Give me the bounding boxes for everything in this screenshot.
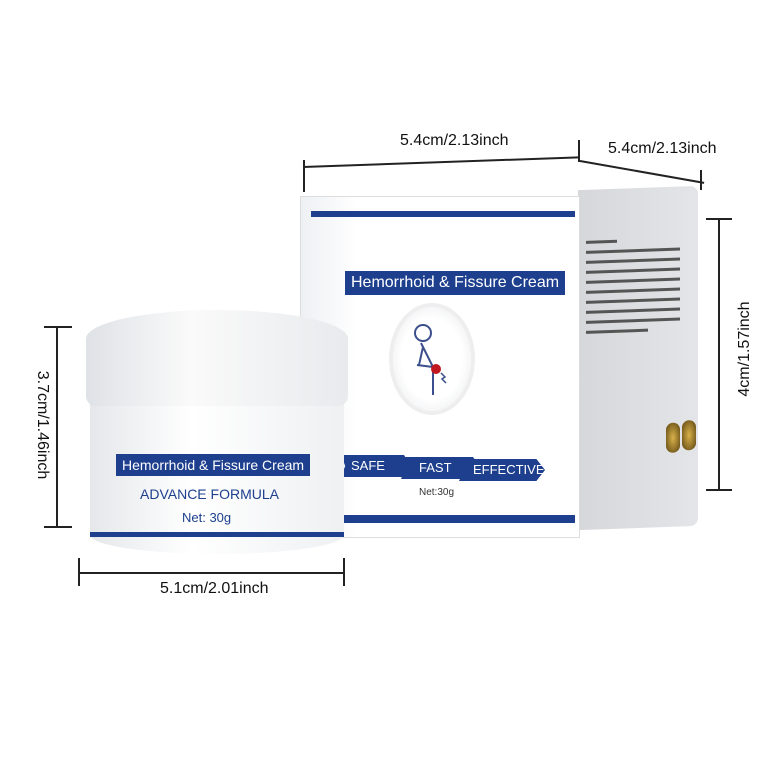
box-height-label: 4cm/1.57inch xyxy=(736,301,753,397)
tick xyxy=(78,558,80,586)
tick xyxy=(343,558,345,586)
jar-height-line xyxy=(56,326,58,526)
product-box: Hemorrhoid & Fissure Cream SAFE FAST EFF… xyxy=(300,196,580,538)
box-depth-line xyxy=(579,160,705,184)
jar-subtitle: ADVANCE FORMULA xyxy=(140,486,279,502)
tick xyxy=(700,170,702,190)
jar-body: Hemorrhoid & Fissure Cream ADVANCE FORMU… xyxy=(90,394,344,554)
box-width-label: 5.4cm/2.13inch xyxy=(400,132,509,149)
tick xyxy=(303,160,305,192)
box-height-line xyxy=(718,218,720,490)
jar-lid xyxy=(86,310,348,406)
jar-width-line xyxy=(78,572,344,574)
seal-icon xyxy=(682,419,696,451)
tick xyxy=(706,489,732,491)
box-side-panel xyxy=(578,185,698,531)
stripe xyxy=(90,532,344,537)
tick xyxy=(44,326,72,328)
tick xyxy=(706,218,732,220)
jar-height-label: 3.7cm/1.46inch xyxy=(34,370,51,480)
stripe xyxy=(311,211,575,217)
tick xyxy=(578,140,580,162)
box-title: Hemorrhoid & Fissure Cream xyxy=(345,271,566,295)
badge-safe: SAFE xyxy=(341,455,411,477)
box-net-weight: Net:30g xyxy=(419,487,455,498)
badge-effective: EFFECTIVE xyxy=(459,459,545,481)
jar-title: Hemorrhoid & Fissure Cream xyxy=(116,454,311,476)
cream-jar: Hemorrhoid & Fissure Cream ADVANCE FORMU… xyxy=(86,310,348,554)
seal-icon xyxy=(666,422,680,454)
stripe xyxy=(311,515,575,523)
jar-net-weight: Net: 30g xyxy=(182,510,232,525)
box-width-line xyxy=(302,156,579,168)
sitting-person-pain-icon xyxy=(393,307,471,411)
tick xyxy=(44,526,72,528)
box-depth-label: 5.4cm/2.13inch xyxy=(608,140,717,157)
jar-width-label: 5.1cm/2.01inch xyxy=(160,580,269,597)
